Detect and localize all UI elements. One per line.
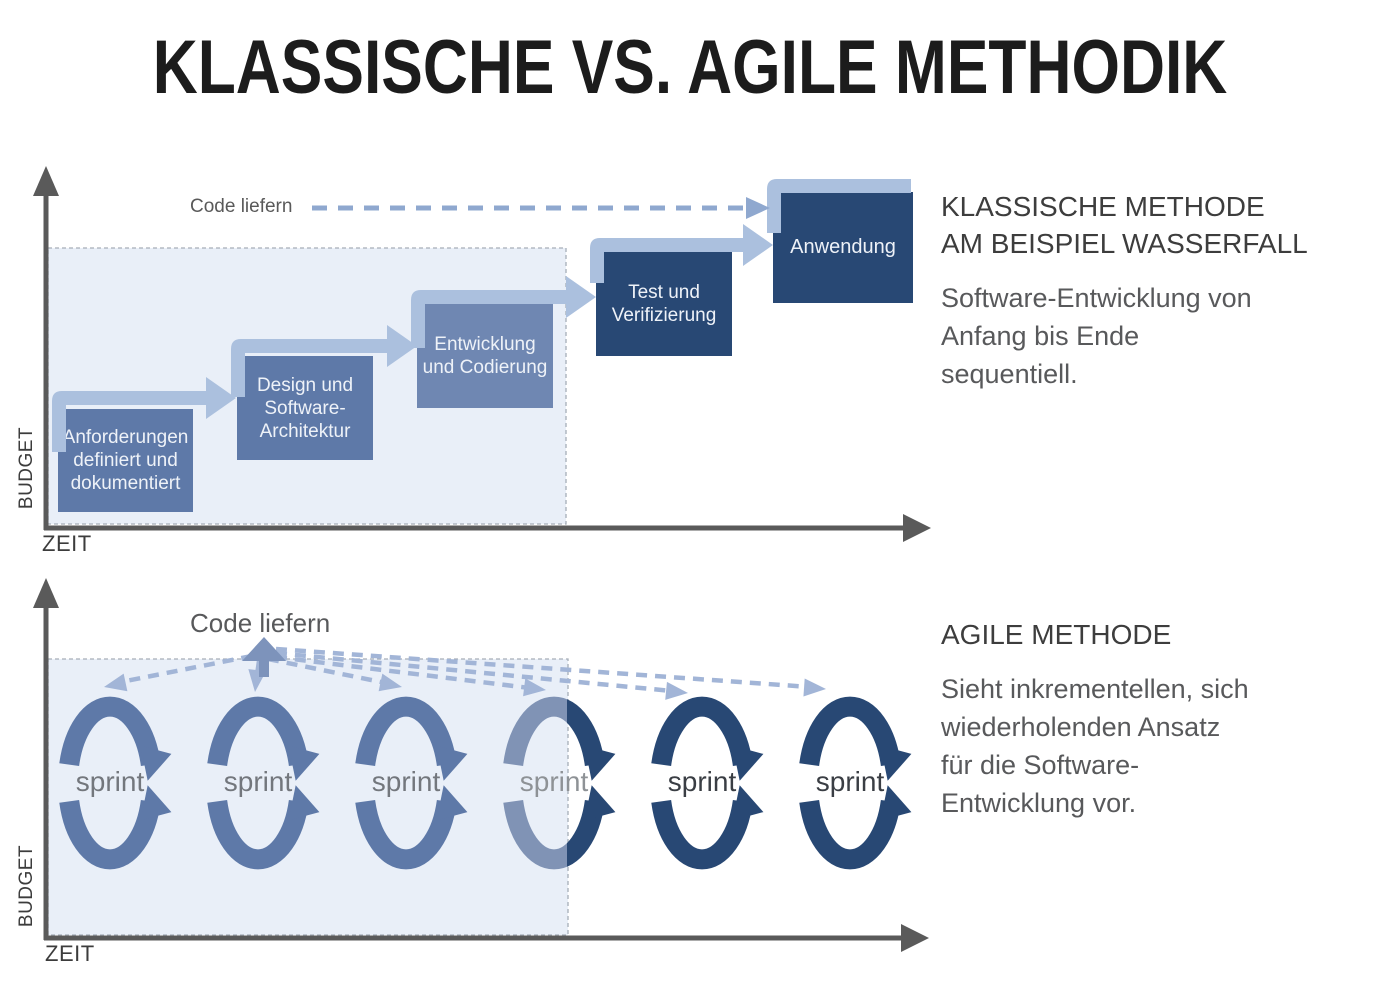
step-arrow-1-icon (206, 377, 236, 419)
agile-delivery-arrowheads (104, 669, 826, 700)
delivery-arrowhead-sprint2-icon (248, 669, 267, 692)
delivery-arrowhead-sprint3-icon (378, 673, 402, 692)
page-title: KLASSISCHE VS. AGILE METHODIK (152, 25, 1228, 110)
delivery-arrowhead-sprint4-icon (523, 678, 546, 697)
agile-y-axis-arrow-icon (33, 578, 59, 608)
agile-axes (33, 578, 929, 952)
classic-method-heading: KLASSISCHE METHODE AM BEISPIEL WASSERFAL… (941, 191, 1308, 259)
step-arrow-3-icon (566, 276, 596, 318)
sprint-label-4: sprint (519, 766, 589, 797)
classic-y-axis-arrow-icon (33, 166, 59, 196)
delivery-arrowhead-sprint1-icon (104, 673, 128, 692)
delivery-apex-up-arrow-icon (242, 637, 286, 677)
agile-method-heading: AGILE METHODE (941, 619, 1172, 650)
delivery-arrowhead-sprint5-icon (665, 681, 688, 700)
classic-x-axis-arrow-icon (903, 514, 931, 542)
agile-y-axis-label: BUDGET (16, 844, 37, 928)
sprint-label-5: sprint (667, 766, 737, 797)
classic-y-axis-label: BUDGET (16, 426, 37, 510)
agile-x-axis-label: ZEIT (45, 941, 95, 966)
step-arrow-2-icon (387, 325, 417, 367)
waterfall-step-development: Entwicklung und Codierung (417, 304, 553, 408)
step-arrow-4-icon (743, 224, 773, 266)
waterfall-step-requirements: Anforderungen definiert und dokumentiert (58, 409, 193, 512)
classic-method-description: Software-Entwicklung von Anfang bis Ende… (941, 283, 1252, 389)
agile-delivery-label: Code liefern (190, 608, 331, 638)
agile-delivery-arrows (115, 646, 811, 694)
sprint-label-6: sprint (815, 766, 885, 797)
sprint-label-2: sprint (223, 766, 293, 797)
sprint-label-3: sprint (371, 766, 441, 797)
agile-method-panel: AGILE METHODE Sieht inkrementellen, sich… (941, 616, 1371, 822)
classic-delivery-arrowhead-icon (746, 197, 770, 219)
waterfall-step-design: Design und Software- Architektur (237, 356, 373, 460)
classic-delivery-arrow (312, 197, 770, 219)
waterfall-step-test: Test und Verifizierung (596, 251, 732, 356)
waterfall-step-application: Anwendung (773, 192, 913, 303)
classic-delivery-label: Code liefern (190, 196, 293, 217)
agile-method-description: Sieht inkrementellen, sich wiederholende… (941, 674, 1249, 818)
classic-method-panel: KLASSISCHE METHODE AM BEISPIEL WASSERFAL… (941, 188, 1371, 393)
agile-x-axis-arrow-icon (901, 924, 929, 952)
delivery-arrowhead-sprint6-icon (803, 678, 826, 697)
sprint-label-1: sprint (75, 766, 145, 797)
classic-x-axis-label: ZEIT (42, 531, 92, 556)
sprint-loops (59, 696, 901, 870)
